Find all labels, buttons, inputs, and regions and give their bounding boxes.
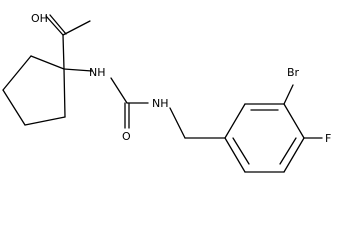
structure-diagram: OH NH NH O Br F	[2, 12, 331, 173]
urea-linker	[63, 68, 226, 139]
amine-nh-left-label: NH	[89, 66, 106, 79]
bromine-label: Br	[287, 66, 300, 79]
hydroxyl-label: OH	[31, 12, 48, 25]
carboxylic-acid-group	[45, 14, 91, 70]
molecule-drawing: OH NH NH O Br F	[2, 12, 331, 173]
benzene-ring	[224, 103, 305, 173]
amine-nh-right-label: NH	[152, 97, 169, 110]
urea-oxygen-label: O	[122, 130, 131, 143]
cyclopentane-ring	[2, 55, 66, 126]
fluorine-label: F	[325, 132, 331, 145]
halogen-substituents	[283, 84, 323, 139]
